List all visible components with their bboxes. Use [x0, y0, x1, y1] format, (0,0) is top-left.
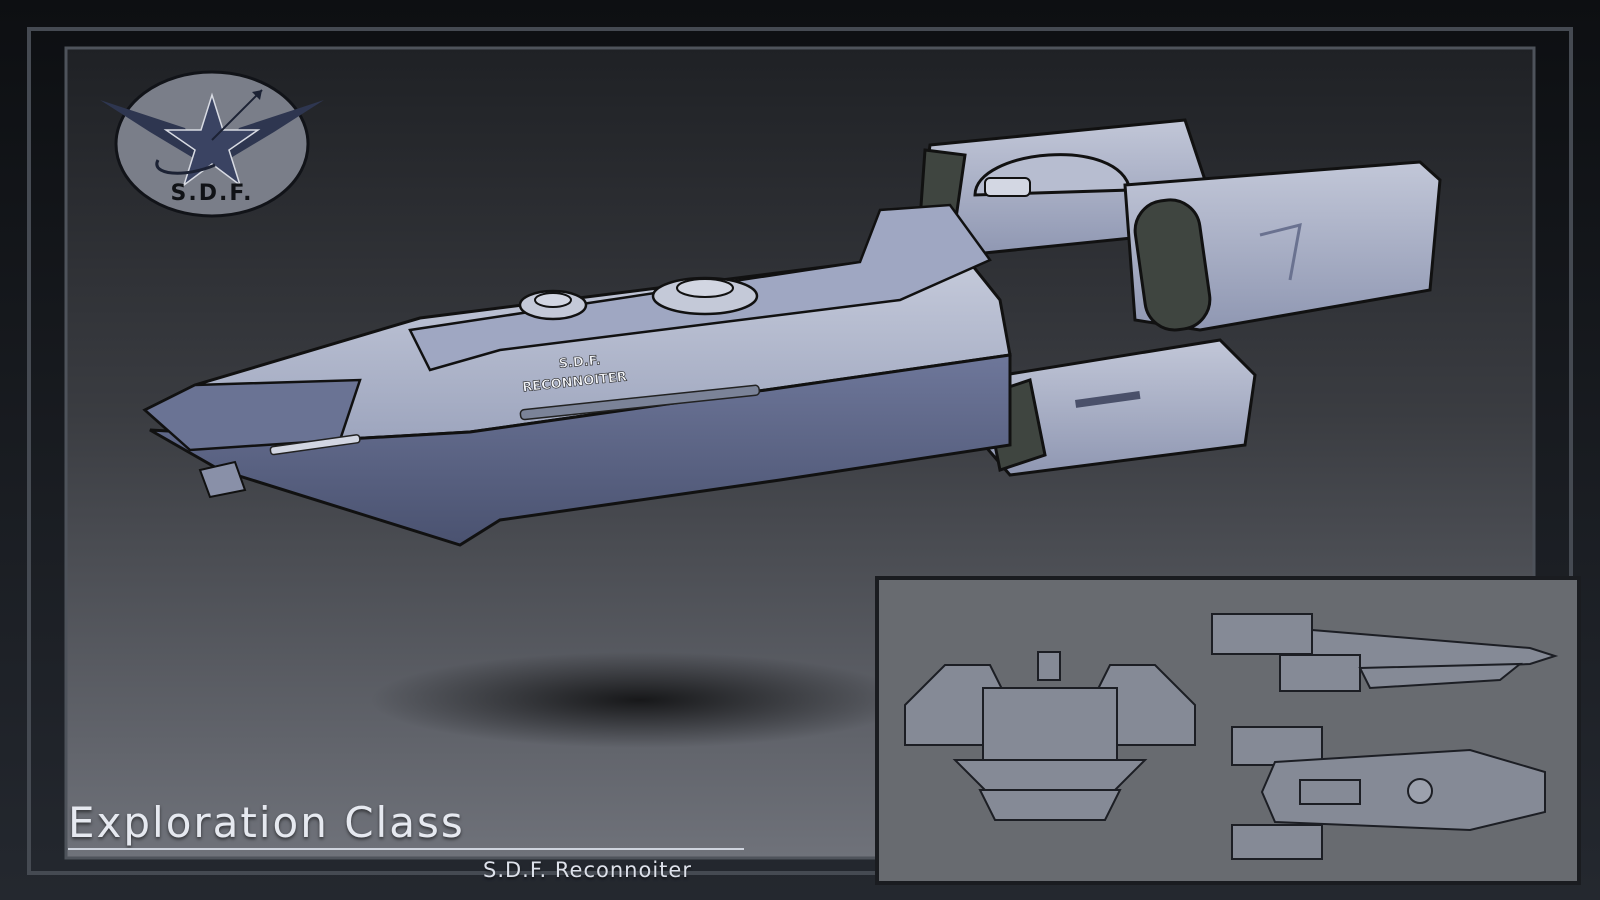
side-view-drawing	[1211, 613, 1559, 692]
right-nacelle-intake	[1133, 198, 1212, 332]
ship-name: S.D.F. Reconnoiter	[483, 858, 692, 882]
outer-frame	[27, 27, 1573, 875]
side-trim-light	[519, 384, 761, 421]
hull-marking-line1: S.D.F.	[558, 353, 601, 372]
title-underline	[68, 848, 744, 850]
class-title: Exploration Class	[68, 798, 465, 847]
logo-wing-left-icon	[100, 100, 205, 165]
logo-text: S.D.F.	[171, 181, 254, 206]
arrow-icon	[211, 89, 263, 141]
logo-wing-right-icon	[219, 100, 324, 165]
ship-shadow	[370, 652, 910, 748]
front-view-drawing	[904, 651, 1196, 821]
arrowhead-icon	[252, 90, 262, 100]
hull-side	[149, 353, 1012, 547]
bridge-window	[984, 177, 1031, 197]
turret-cap-rear	[676, 278, 734, 298]
orbit-swoosh-icon	[155, 159, 216, 175]
sdf-logo: S.D.F.	[100, 70, 324, 218]
nacelle-panel-line	[1259, 222, 1302, 281]
title-block: Exploration Class S.D.F. Reconnoiter	[68, 798, 748, 898]
lower-pod-vent	[1075, 390, 1141, 408]
orthographic-inset	[875, 576, 1581, 885]
hull-prow	[142, 378, 362, 452]
prow-sensor	[198, 460, 247, 499]
prow-trim	[269, 434, 361, 456]
turret-cap-front	[534, 292, 572, 308]
ship-illustration: S.D.F. RECONNOITER	[142, 118, 1442, 547]
panel-inner-frame	[64, 46, 1536, 860]
top-view-drawing	[1231, 726, 1546, 860]
